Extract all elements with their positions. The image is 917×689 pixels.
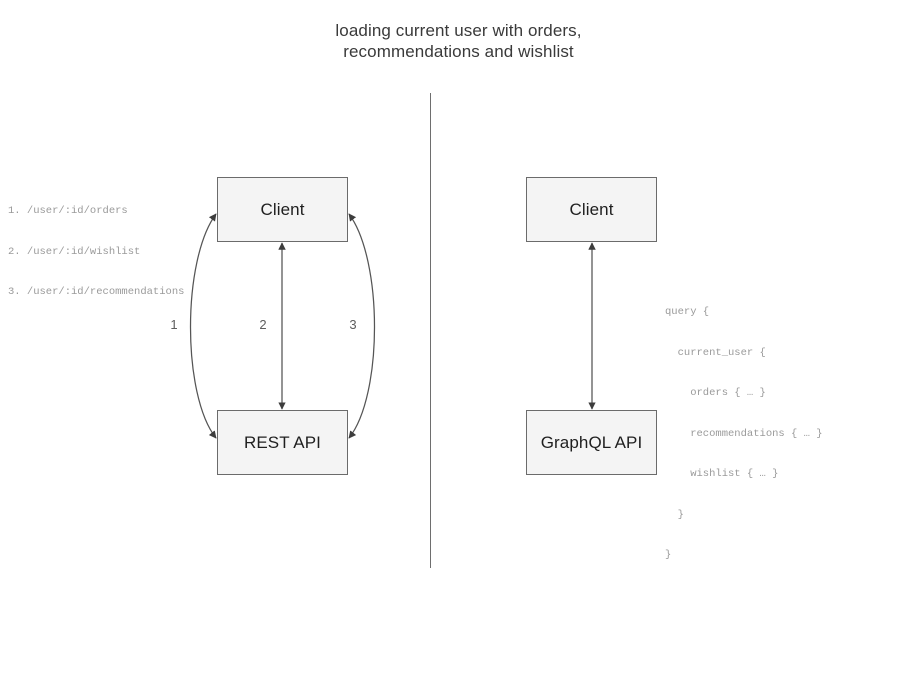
graphql-query-line: recommendations { … }: [665, 427, 823, 440]
rest-endpoint-list: 1. /user/:id/orders 2. /user/:id/wishlis…: [8, 178, 184, 327]
diagram-title-line-1: loading current user with orders,: [335, 21, 582, 40]
rest-endpoint-item: 1. /user/:id/orders: [8, 205, 128, 217]
graphql-query-line: }: [665, 549, 672, 561]
edge-label-3: 3: [349, 317, 357, 332]
node-rest-client-label: Client: [260, 199, 305, 219]
diagram-title-line-2: recommendations and wishlist: [343, 42, 574, 61]
node-rest-api[interactable]: REST API: [217, 410, 348, 475]
node-rest-client[interactable]: Client: [217, 177, 348, 242]
graphql-query-line: query {: [665, 306, 710, 318]
graphql-query-line: current_user {: [665, 346, 766, 359]
rest-endpoint-item: 2. /user/:id/wishlist: [8, 245, 141, 258]
graphql-query-block: query { current_user { orders { … } reco…: [665, 279, 823, 590]
edge-rest-1-curve: [189, 213, 217, 439]
graphql-query-line: }: [665, 508, 684, 521]
node-graphql-api-label: GraphQL API: [540, 432, 643, 452]
vertical-divider: [430, 93, 431, 568]
edge-label-2: 2: [259, 317, 267, 332]
edge-label-1: 1: [170, 317, 178, 332]
node-graphql-api[interactable]: GraphQL API: [526, 410, 657, 475]
diagram-title: loading current user with orders, recomm…: [0, 20, 917, 62]
node-graphql-client-label: Client: [569, 199, 614, 219]
node-graphql-client[interactable]: Client: [526, 177, 657, 242]
rest-endpoint-item: 3. /user/:id/recommendations: [8, 286, 185, 298]
graphql-query-line: wishlist { … }: [665, 468, 779, 480]
node-rest-api-label: REST API: [243, 432, 322, 452]
graphql-query-line: orders { … }: [665, 387, 766, 399]
